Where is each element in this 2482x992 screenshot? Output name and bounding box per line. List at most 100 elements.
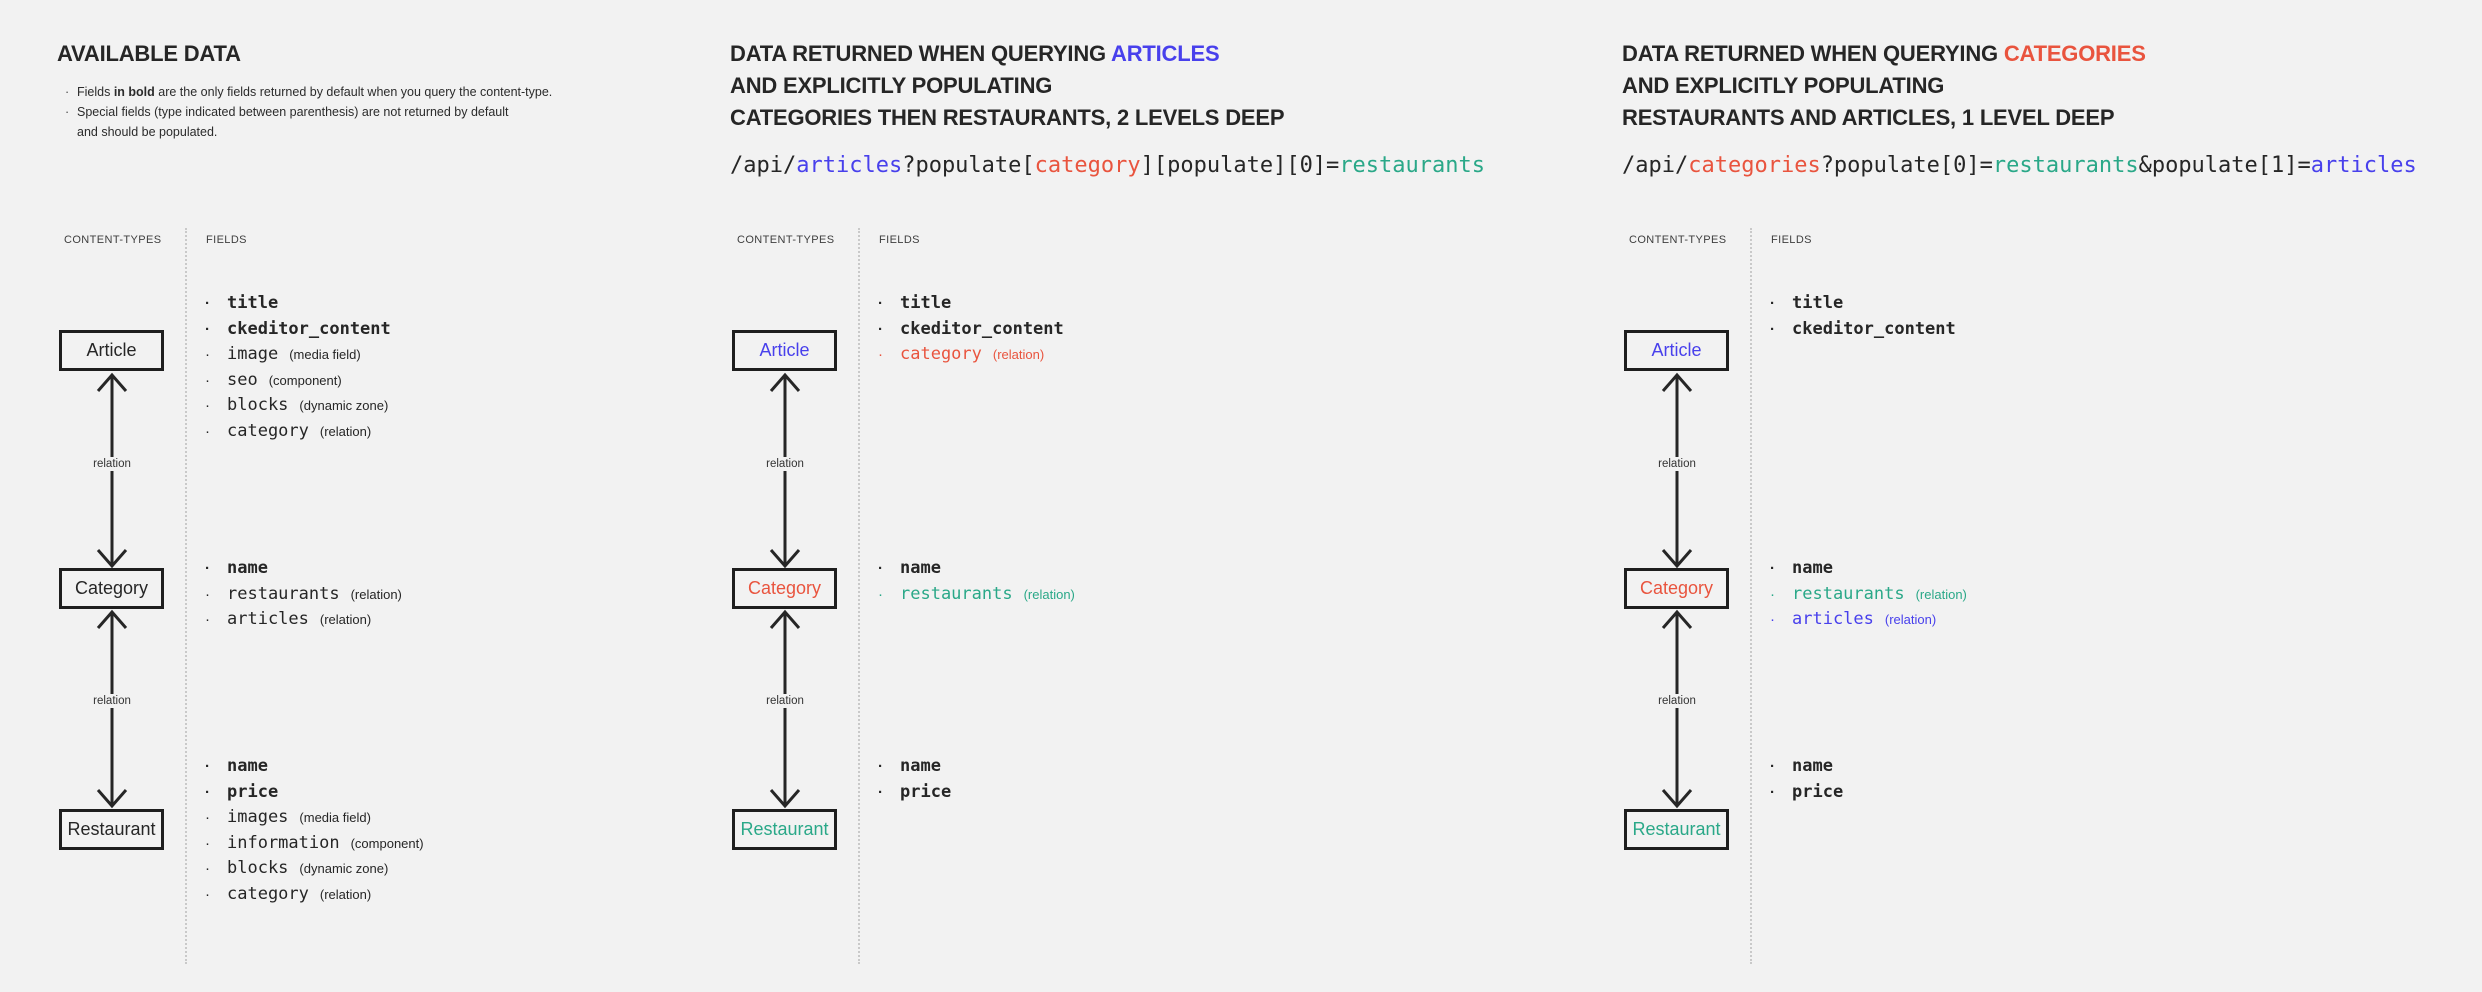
node-label: Category	[1639, 578, 1714, 598]
field-name: price	[1792, 781, 1844, 802]
field-name: ckeditor_content	[1792, 318, 1956, 339]
diagram: CONTENT-TYPES FIELDS Article relation Ca…	[1620, 228, 2270, 973]
note-text: Special fields (type indicated between p…	[77, 105, 509, 139]
diagram: CONTENT-TYPES FIELDS Article relation Ca…	[55, 228, 705, 973]
bullet-icon: ·	[205, 809, 210, 826]
title-line: AVAILABLE DATA	[57, 41, 241, 66]
panel-title: AVAILABLE DATA	[57, 38, 241, 70]
field-name: name	[227, 756, 268, 776]
field-item: ·name	[1770, 754, 1854, 780]
bullet-icon: ·	[878, 346, 883, 363]
field-item: · category (relation)	[878, 342, 1075, 368]
field-name: blocks	[227, 395, 289, 415]
field-item: ·blocks(dynamic zone)	[205, 856, 424, 882]
field-item: · seo (component)	[205, 368, 402, 394]
field-name: ckeditor_content	[900, 318, 1064, 339]
fields-list-restaurant: ·name ·price	[1770, 754, 1854, 805]
api-endpoint-code: /api/articles?populate[category][populat…	[730, 153, 1486, 178]
title-line: RESTAURANTS AND ARTICLES, 1 LEVEL DEEP	[1622, 105, 2115, 130]
node-restaurant: Restaurant	[732, 809, 837, 850]
node-label: Category	[747, 578, 822, 598]
panel-available-data: AVAILABLE DATA · Fields in bold are the …	[55, 0, 715, 992]
panel-title: DATA RETURNED WHEN QUERYING CATEGORIES A…	[1622, 38, 2146, 134]
relation-label: relation	[1653, 457, 1701, 471]
relation-label: relation	[88, 457, 136, 471]
node-category: Category	[59, 568, 164, 609]
bullet-icon: ·	[205, 371, 210, 389]
field-item: ·title	[878, 291, 1075, 317]
field-item: ·name	[205, 556, 402, 582]
bullet-icon: ·	[1770, 560, 1775, 577]
relation-label: relation	[1653, 694, 1701, 708]
column-header-content-types: CONTENT-TYPES	[737, 234, 835, 246]
node-article: Article	[1624, 330, 1729, 371]
field-item: ·ckeditor_content	[205, 317, 402, 343]
fields-list-category: ·name · restaurants (relation)	[878, 556, 1075, 607]
column-header-fields: FIELDS	[1771, 234, 1812, 246]
relation-label: relation	[88, 694, 136, 708]
field-item: ·blocks(dynamic zone)	[205, 393, 402, 419]
dotted-divider	[1750, 228, 1752, 964]
field-name: seo	[227, 369, 258, 390]
field-item: ·image(media field)	[205, 342, 402, 368]
bullet-icon: ·	[205, 585, 210, 603]
field-name: restaurants	[1792, 583, 1905, 604]
title-line: DATA RETURNED WHEN QUERYING CATEGORIES	[1622, 41, 2146, 66]
relation-label: relation	[761, 457, 809, 471]
field-item: · restaurants (relation)	[1770, 582, 1967, 608]
field-type: (relation)	[1915, 586, 1967, 602]
fields-list-category: ·name ·restaurants(relation) ·articles(r…	[205, 556, 402, 633]
field-item: ·restaurants(relation)	[205, 582, 402, 608]
field-name: category	[900, 344, 982, 364]
bullet-icon: ·	[878, 585, 883, 603]
field-type: (relation)	[350, 586, 402, 602]
field-name: name	[227, 558, 268, 578]
node-category: Category	[732, 568, 837, 609]
field-item: ·ckeditor_content	[1770, 317, 1967, 343]
field-name: articles	[1792, 609, 1874, 629]
title-line: DATA RETURNED WHEN QUERYING ARTICLES	[730, 41, 1220, 66]
fields-list-restaurant: ·name ·price ·images(media field) ·infor…	[205, 754, 424, 907]
node-restaurant: Restaurant	[1624, 809, 1729, 850]
fields-list-article: ·title ·ckeditor_content ·image(media fi…	[205, 291, 402, 444]
bullet-icon: ·	[205, 860, 210, 877]
field-type: (relation)	[1023, 586, 1075, 602]
field-item: ·name	[878, 556, 1075, 582]
double-arrow-icon	[96, 609, 128, 809]
field-name: category	[227, 420, 309, 441]
field-item: ·articles(relation)	[1770, 607, 1967, 633]
note-item: · Fields in bold are the only fields ret…	[65, 82, 552, 102]
field-type: (dynamic zone)	[299, 861, 389, 876]
panel-query-categories: DATA RETURNED WHEN QUERYING CATEGORIES A…	[1620, 0, 2480, 992]
title-accent: ARTICLES	[1111, 41, 1220, 66]
column-header-fields: FIELDS	[206, 234, 247, 246]
bullet-icon: ·	[878, 295, 883, 312]
field-item: · restaurants (relation)	[878, 582, 1075, 608]
api-endpoint-code: /api/categories?populate[0]=restaurants&…	[1622, 153, 2417, 178]
title-line: AND EXPLICITLY POPULATING	[1622, 73, 1945, 98]
bullet-icon: ·	[205, 397, 210, 414]
field-item: ·title	[1770, 291, 1967, 317]
field-type: (component)	[268, 372, 342, 388]
field-type: (media field)	[289, 347, 361, 362]
bullet-icon: ·	[205, 783, 210, 801]
field-name: name	[900, 756, 941, 776]
field-name: restaurants	[900, 583, 1013, 604]
field-type: (relation)	[992, 347, 1045, 362]
node-category: Category	[1624, 568, 1729, 609]
field-item: ·images(media field)	[205, 805, 424, 831]
node-label: Restaurant	[740, 819, 829, 839]
bullet-icon: ·	[65, 85, 70, 99]
node-restaurant: Restaurant	[59, 809, 164, 850]
field-name: title	[1792, 293, 1844, 313]
field-type: (relation)	[1884, 612, 1937, 627]
bullet-icon: ·	[1770, 585, 1775, 603]
column-header-content-types: CONTENT-TYPES	[64, 234, 162, 246]
bullet-icon: ·	[205, 758, 210, 775]
field-item: ·information(component)	[205, 831, 424, 857]
field-name: name	[900, 558, 941, 578]
bullet-icon: ·	[205, 295, 210, 312]
node-label: Category	[74, 578, 149, 598]
field-item: ·name	[1770, 556, 1967, 582]
